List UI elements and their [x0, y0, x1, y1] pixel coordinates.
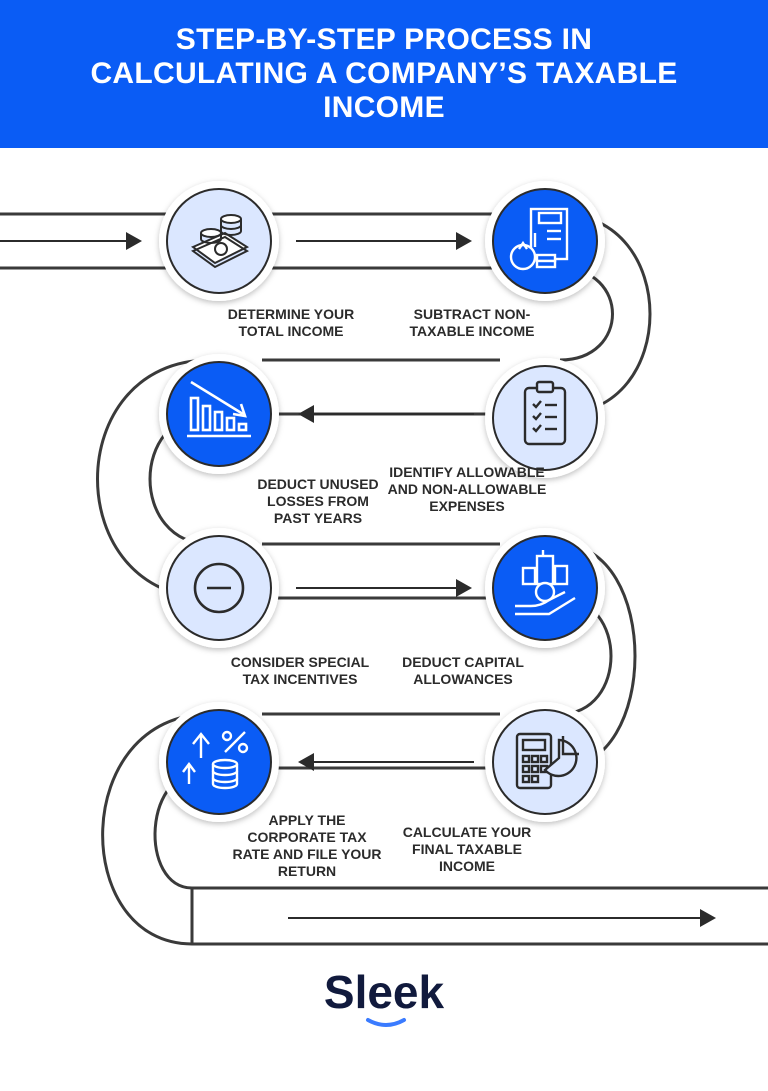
step-label-4: DEDUCT UNUSED LOSSES FROM PAST YEARS: [257, 476, 379, 526]
track-lines: [0, 212, 768, 946]
step-label-2: SUBTRACT NON-TAXABLE INCOME: [409, 306, 535, 339]
process-flow: DETERMINE YOUR TOTAL INCOME SUBTRACT NON…: [0, 148, 768, 1086]
arrow-right-icon: [296, 232, 472, 250]
step-circle-4: [159, 354, 279, 474]
flow-track: [0, 181, 768, 946]
brand-name: Sleek: [324, 966, 445, 1018]
arrow-right-icon: [0, 232, 142, 250]
smile-mark-icon: [366, 1018, 406, 1027]
step-circle-6: [485, 528, 605, 648]
step-circle-5: [159, 528, 279, 648]
arrow-right-icon: [288, 909, 716, 927]
percent-growth-icon: [182, 730, 249, 790]
step-label-7: CALCULATE YOUR FINAL TAXABLE INCOME: [402, 824, 532, 874]
step-circle-3: [485, 358, 605, 478]
step-label-6: DEDUCT CAPITAL ALLOWANCES: [402, 654, 524, 687]
step-circle-7: [485, 702, 605, 822]
step-label-3: IDENTIFY ALLOWABLE AND NON-ALLOWABLE EXP…: [387, 464, 547, 514]
tax-document-icon: [509, 207, 569, 271]
money-stack-icon: [191, 214, 250, 269]
arrow-left-icon: [298, 753, 474, 771]
declining-bar-chart-icon: [187, 380, 251, 438]
checklist-clipboard-icon: [523, 380, 567, 446]
step-circle-8: [159, 702, 279, 822]
brand-logo: Sleek: [284, 962, 484, 1034]
arrow-right-icon: [296, 579, 472, 597]
arrow-left-icon: [298, 405, 474, 423]
hand-building-icon: [515, 550, 576, 616]
flow-arrows: [0, 232, 716, 927]
page-title: STEP-BY-STEP PROCESS IN CALCULATING A CO…: [90, 23, 678, 124]
step-label-5: CONSIDER SPECIAL TAX INCENTIVES: [230, 654, 370, 687]
step-label-8: APPLY THE CORPORATE TAX RATE AND FILE YO…: [232, 812, 382, 879]
step-label-1: DETERMINE YOUR TOTAL INCOME: [227, 306, 355, 339]
step-circle-1: [159, 181, 279, 301]
step-circle-2: [485, 181, 605, 301]
header-banner: STEP-BY-STEP PROCESS IN CALCULATING A CO…: [0, 0, 768, 148]
minus-circle-icon: [193, 562, 245, 614]
calculator-pie-icon: [515, 732, 579, 790]
